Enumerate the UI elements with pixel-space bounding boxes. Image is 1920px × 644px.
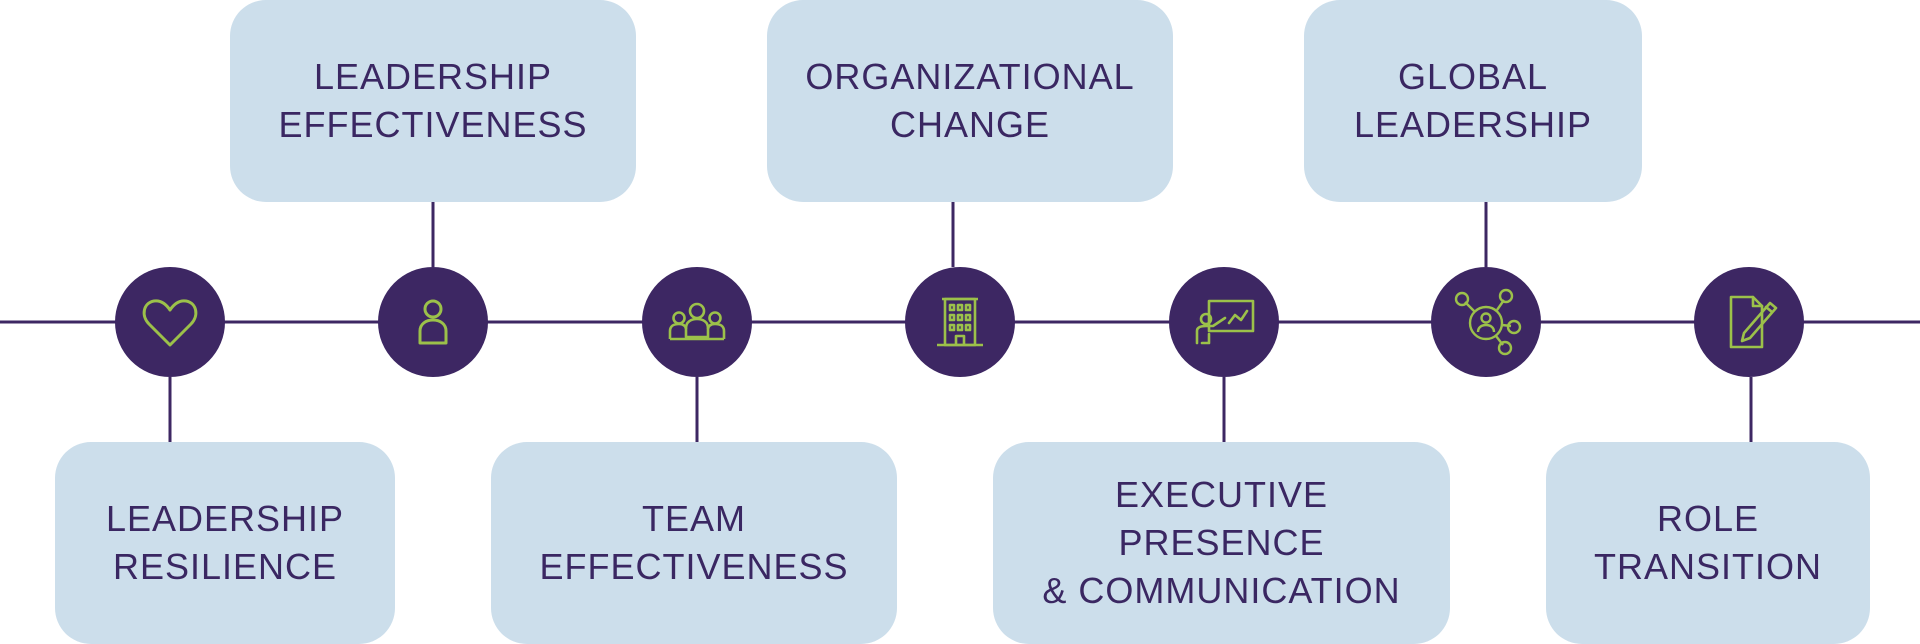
card-label: TEAM EFFECTIVENESS [539, 498, 849, 587]
card-global-leadership: GLOBAL LEADERSHIP [1304, 0, 1642, 202]
node-leadership-resilience [115, 267, 225, 377]
presentation-icon [1195, 299, 1255, 345]
document-edit-icon [1729, 295, 1778, 349]
node-organizational-change [905, 267, 1015, 377]
card-leadership-resilience: LEADERSHIP RESILIENCE [55, 442, 395, 644]
card-label: ORGANIZATIONAL CHANGE [805, 56, 1135, 145]
card-leadership-effectiveness: LEADERSHIP EFFECTIVENESS [230, 0, 636, 202]
card-team-effectiveness: TEAM EFFECTIVENESS [491, 442, 897, 644]
network-icon [1454, 288, 1522, 356]
person-icon [418, 299, 448, 345]
node-team-effectiveness [642, 267, 752, 377]
card-label: EXECUTIVE PRESENCE & COMMUNICATION [1042, 474, 1401, 611]
card-label: GLOBAL LEADERSHIP [1353, 56, 1593, 145]
node-executive-presence [1169, 267, 1279, 377]
card-label: LEADERSHIP RESILIENCE [105, 498, 345, 587]
building-icon [937, 297, 983, 347]
node-leadership-effectiveness [378, 267, 488, 377]
node-global-leadership [1431, 267, 1541, 377]
team-icon [668, 302, 726, 341]
card-label: ROLE TRANSITION [1593, 498, 1822, 587]
card-role-transition: ROLE TRANSITION [1546, 442, 1870, 644]
node-role-transition [1694, 267, 1804, 377]
card-executive-presence-communication: EXECUTIVE PRESENCE & COMMUNICATION [993, 442, 1450, 644]
heart-icon [142, 299, 198, 347]
card-label: LEADERSHIP EFFECTIVENESS [278, 56, 588, 145]
card-organizational-change: ORGANIZATIONAL CHANGE [767, 0, 1173, 202]
